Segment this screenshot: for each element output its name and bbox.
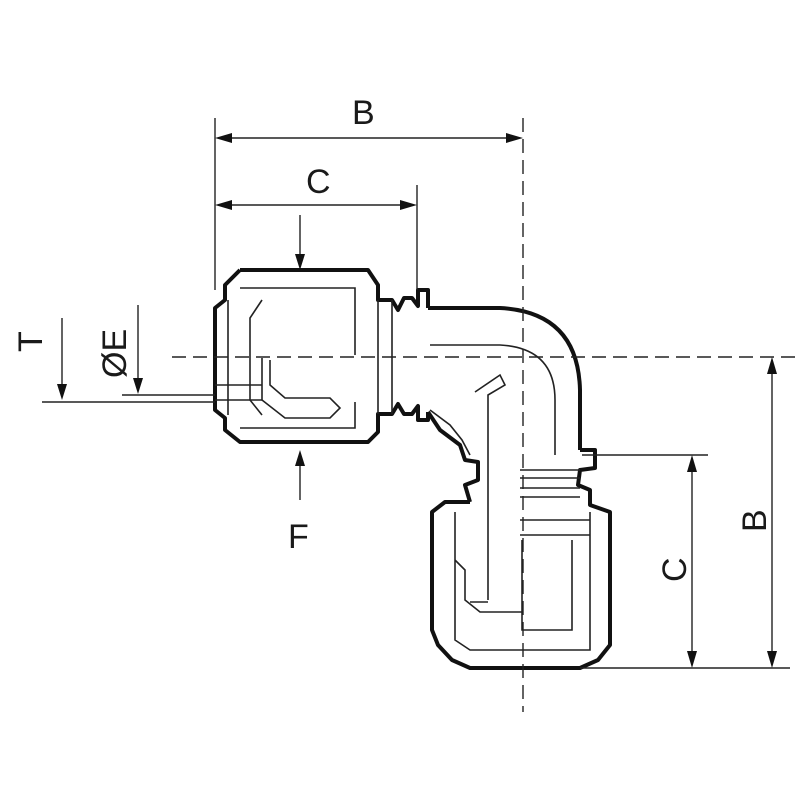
elbow-outer-curve — [428, 306, 582, 450]
label-b-top: B — [352, 94, 375, 132]
dimension-b-top: B — [214, 94, 523, 290]
elbow-inner-edge — [426, 410, 480, 503]
fitting-body — [213, 268, 612, 670]
elbow-inner-detail — [429, 344, 556, 600]
left-bore-line — [215, 384, 262, 401]
bottom-nut-outline — [430, 448, 612, 670]
dimension-c-right: C — [582, 454, 708, 668]
dimension-t: T — [12, 318, 215, 403]
label-c-right: C — [656, 557, 694, 582]
dimension-b-right: B — [580, 357, 790, 669]
dimension-f: F — [288, 215, 309, 556]
label-t: T — [12, 331, 50, 352]
bottom-inner-detail — [454, 469, 591, 651]
label-f: F — [288, 518, 309, 556]
dimension-c-top: C — [215, 163, 418, 290]
left-inner-detail — [227, 287, 393, 429]
label-c-top: C — [306, 163, 331, 201]
label-b-right: B — [736, 509, 774, 532]
dimension-phi-e: ØE — [96, 305, 215, 396]
label-phi-e: ØE — [96, 329, 134, 378]
left-nut-outline — [213, 268, 430, 444]
